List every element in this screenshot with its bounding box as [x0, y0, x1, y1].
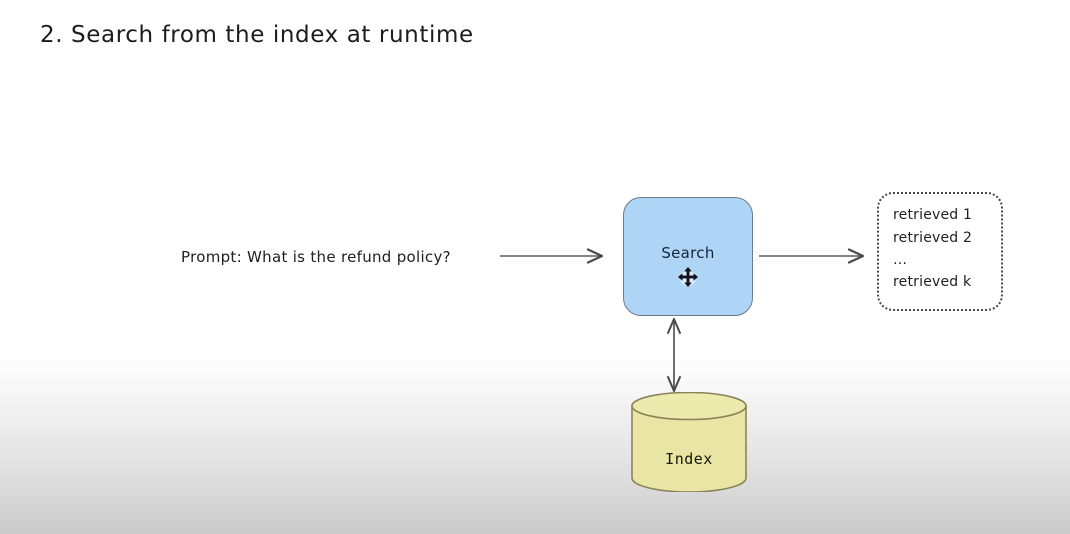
search-node-label: Search	[661, 244, 715, 262]
retrieved-item: retrieved 1	[893, 207, 973, 223]
index-node-label: Index	[665, 450, 713, 468]
search-node[interactable]: Search	[623, 197, 753, 316]
prompt-label: Prompt: What is the refund policy?	[181, 248, 451, 266]
page-title: 2. Search from the index at runtime	[40, 22, 474, 48]
arrow-prompt-to-search	[500, 248, 604, 264]
arrow-search-to-index	[667, 318, 681, 392]
index-node[interactable]	[630, 392, 748, 492]
retrieved-item: retrieved k	[893, 274, 972, 290]
arrow-search-to-retrieved	[759, 248, 865, 264]
move-cursor-icon	[678, 267, 698, 287]
retrieved-ellipsis: …	[893, 252, 908, 268]
retrieved-node: retrieved 1 retrieved 2 … retrieved k	[877, 192, 1003, 311]
retrieved-item: retrieved 2	[893, 230, 973, 246]
